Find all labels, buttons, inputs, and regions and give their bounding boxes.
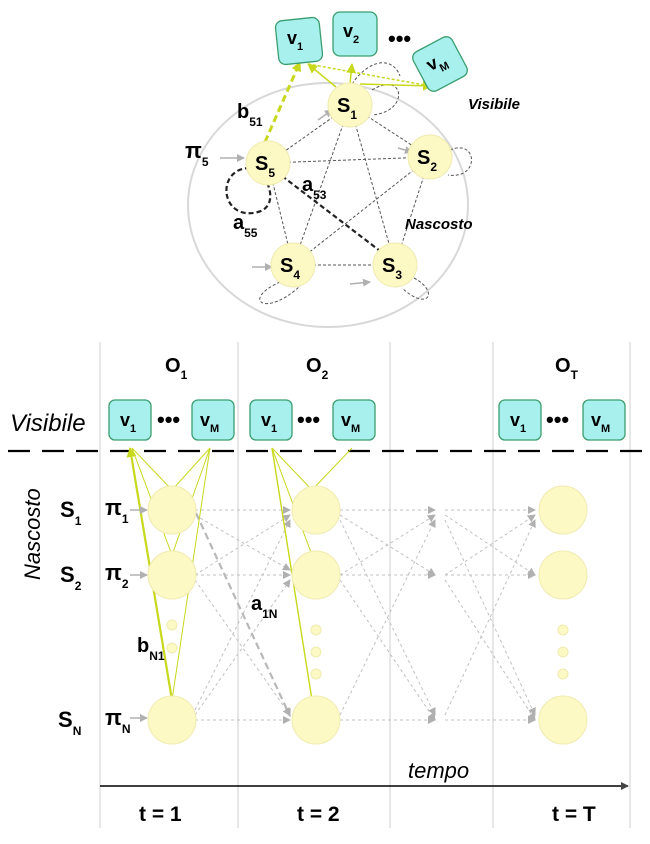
top-obs-ellipsis: ••• bbox=[388, 26, 411, 51]
transition-a53 bbox=[281, 175, 385, 255]
obs-v1-tt-label: v1 bbox=[510, 410, 526, 435]
obs-vm-t1-label: vM bbox=[200, 410, 219, 435]
top-obs-v1 bbox=[274, 16, 324, 66]
col-header-o1: O1 bbox=[165, 355, 188, 382]
node-sn-t1 bbox=[147, 695, 197, 745]
pi-entry-arrows bbox=[130, 506, 148, 722]
obs-vm-tt bbox=[582, 399, 626, 441]
obs-v1-tt bbox=[498, 399, 542, 441]
emission-arrows bbox=[307, 63, 433, 91]
state-s5 bbox=[245, 140, 291, 186]
top-visible-label: Visibile bbox=[468, 96, 520, 113]
hidden-region-ellipse bbox=[187, 82, 469, 328]
top-hidden-label: Nascosto bbox=[405, 216, 473, 233]
obs-ellipsis-t1: ••• bbox=[157, 407, 180, 432]
obs-row-tt: v1 ••• vM bbox=[498, 399, 626, 441]
obs-ellipsis-t2: ••• bbox=[297, 407, 320, 432]
trellis-diagram: O1 O2 OT Visibile v1 ••• vM v1 ••• vM v1… bbox=[8, 342, 648, 828]
row-pi1-label: π1 bbox=[105, 495, 129, 526]
label-a53: a53 bbox=[302, 174, 327, 202]
state-s3 bbox=[372, 242, 418, 288]
obs-vm-t2-label: vM bbox=[341, 410, 360, 435]
transition-a1n bbox=[195, 512, 291, 717]
obs-row-t2: v1 ••• vM bbox=[249, 399, 376, 441]
obs-v1-t2-label: v1 bbox=[261, 410, 277, 435]
node-sn-tt bbox=[538, 695, 588, 745]
obs-row-t1: v1 ••• vM bbox=[108, 399, 235, 441]
state-s4 bbox=[270, 242, 316, 288]
state-s2 bbox=[407, 134, 453, 180]
state-s2-label: S2 bbox=[417, 147, 437, 174]
state-s4-label: S4 bbox=[280, 255, 300, 282]
time-label-t1: t = 1 bbox=[139, 803, 182, 826]
node-s1-t1 bbox=[147, 485, 197, 535]
top-obs-vm bbox=[412, 36, 468, 92]
top-obs-v2-label: v2 bbox=[343, 21, 359, 46]
bottom-hidden-label: Nascosto bbox=[20, 488, 45, 580]
obs-vm-t2 bbox=[332, 399, 376, 441]
obs-vm-t1 bbox=[191, 399, 235, 441]
row-s2-label: S2 bbox=[60, 562, 82, 593]
trellis-states bbox=[147, 485, 588, 745]
row-sn-label: SN bbox=[58, 707, 81, 738]
time-axis-label: tempo bbox=[408, 758, 469, 783]
time-label-t2: t = 2 bbox=[297, 803, 340, 826]
obs-v1-t1-label: v1 bbox=[120, 410, 136, 435]
row-s1-label: S1 bbox=[60, 497, 82, 528]
top-obs-v1-label: v1 bbox=[287, 28, 303, 53]
node-s2-t1 bbox=[147, 550, 197, 600]
col-header-o2: O2 bbox=[306, 355, 329, 382]
self-loop-a55 bbox=[225, 166, 272, 215]
top-state-diagram: S1 S2 S3 S4 S5 v1 v2 ••• vM Visibile Nas… bbox=[185, 11, 520, 328]
emission-b51 bbox=[263, 61, 302, 143]
row-pin-label: πN bbox=[105, 705, 131, 736]
top-obs-v2 bbox=[332, 11, 378, 57]
label-b51: b51 bbox=[237, 101, 263, 129]
obs-vm-tt-label: vM bbox=[591, 410, 610, 435]
label-pi5: π5 bbox=[185, 138, 209, 169]
state-s1 bbox=[327, 82, 373, 128]
label-bn1: bN1 bbox=[137, 635, 165, 663]
trellis-transitions bbox=[194, 506, 536, 724]
node-s1-t2 bbox=[291, 485, 341, 535]
column-separators bbox=[99, 342, 631, 828]
label-a55: a55 bbox=[233, 212, 258, 240]
bottom-visible-label: Visibile bbox=[10, 410, 86, 437]
node-sn-t2 bbox=[291, 695, 341, 745]
obs-v1-t2 bbox=[249, 399, 293, 441]
obs-v1-t1 bbox=[108, 399, 152, 441]
node-s1-tt bbox=[538, 485, 588, 535]
obs-ellipsis-tt: ••• bbox=[546, 407, 569, 432]
node-s2-t2 bbox=[291, 550, 341, 600]
row-pi2-label: π2 bbox=[105, 560, 129, 591]
node-s2-tt bbox=[538, 550, 588, 600]
label-a1n: a1N bbox=[251, 593, 277, 621]
time-label-tt: t = T bbox=[552, 803, 596, 826]
state-s3-label: S3 bbox=[382, 255, 402, 282]
col-header-ot: OT bbox=[555, 355, 579, 382]
state-s1-label: S1 bbox=[337, 95, 357, 122]
state-s5-label: S5 bbox=[255, 153, 275, 180]
